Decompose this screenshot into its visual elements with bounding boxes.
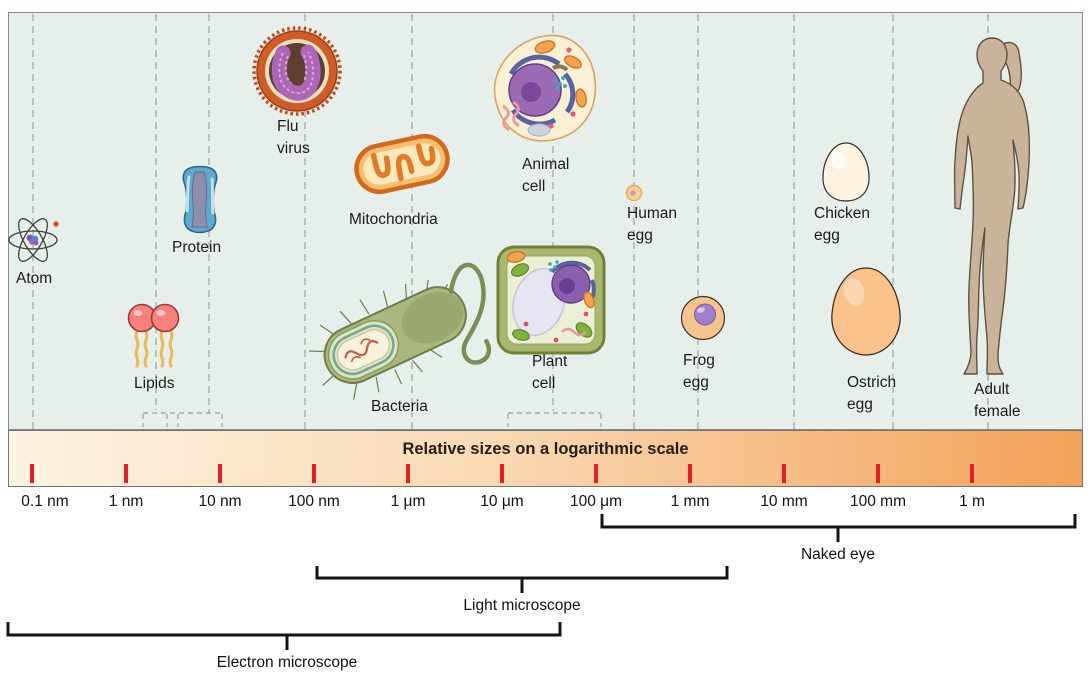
organism-label-bacteria: Bacteria	[371, 398, 428, 415]
plant-cell-illustration	[496, 245, 606, 355]
electron-microscope-label: Electron microscope	[216, 654, 358, 671]
frog-egg-illustration	[680, 295, 726, 341]
adult-female-illustration	[953, 37, 1031, 375]
scale-tick	[594, 464, 598, 483]
scale-tick-label: 10 nm	[198, 493, 242, 510]
scale-tick-label: 100 mm	[850, 493, 906, 510]
scale-tick	[876, 464, 880, 483]
scale-tick-label: 100 μm	[569, 493, 622, 510]
scale-tick-label: 1 m	[959, 493, 985, 510]
view-range-brackets	[6, 514, 1077, 650]
log-scale-bar: Relative sizes on a logarithmic scale	[8, 430, 1083, 487]
scale-tick-label: 0.1 nm	[21, 493, 69, 510]
scale-tick	[688, 464, 692, 483]
scale-tick-label: 1 mm	[670, 493, 710, 510]
scale-tick	[312, 464, 316, 483]
organism-label-atom: Atom	[16, 270, 53, 287]
flu-virus-illustration	[252, 26, 342, 116]
scale-bar-title: Relative sizes on a logarithmic scale	[402, 440, 689, 458]
organism-label-protein: Protein	[172, 239, 222, 256]
scale-tick	[970, 464, 974, 483]
light-microscope-label: Light microscope	[463, 597, 581, 614]
scale-tick-label: 10 μm	[480, 493, 524, 510]
electron-microscope-bracket	[6, 622, 562, 650]
scale-tick	[218, 464, 222, 483]
organism-label-lipids: Lipids	[134, 375, 175, 392]
scale-tick	[124, 464, 128, 483]
scale-tick	[782, 464, 786, 483]
scale-tick	[500, 464, 504, 483]
naked-eye-bracket	[600, 514, 1077, 542]
naked-eye-label: Naked eye	[800, 546, 876, 563]
ostrich-egg-illustration	[831, 267, 901, 356]
organism-label-animal-cell: Animal cell	[522, 156, 570, 195]
organism-label-frog-egg: Frog egg	[683, 352, 715, 391]
flagellum	[448, 262, 492, 365]
organism-label-human-egg: Human egg	[627, 205, 677, 244]
light-microscope-bracket	[315, 566, 729, 593]
animal-cell-illustration	[493, 34, 597, 142]
scale-tick-label: 1 nm	[108, 493, 144, 510]
human-egg-illustration	[625, 184, 643, 202]
electron-dot	[53, 221, 59, 227]
scale-tick-label: 1 μm	[390, 493, 426, 510]
lipids-illustration	[127, 303, 180, 368]
scale-tick	[406, 464, 410, 483]
protein-illustration	[182, 165, 218, 234]
organism-label-mitochondria: Mitochondria	[349, 211, 438, 228]
organism-label-plant-cell: Plant cell	[532, 353, 568, 392]
organism-label-ostrich-egg: Ostrich egg	[847, 374, 897, 413]
organism-label-adult-female: Adult female	[974, 381, 1021, 420]
scale-tick-label: 100 nm	[288, 493, 340, 510]
scale-tick-label: 10 mm	[760, 493, 808, 510]
funnel-cells	[507, 400, 602, 427]
chicken-egg-illustration	[822, 142, 870, 202]
funnel-lipids-protein	[142, 400, 223, 427]
organism-label-flu-virus: Flu virus	[277, 118, 310, 157]
mitochondria-illustration	[354, 133, 450, 195]
bacteria-illustration	[308, 262, 492, 400]
atom-illustration	[8, 218, 59, 262]
scale-tick	[30, 464, 34, 483]
organism-label-chicken-egg: Chicken egg	[814, 205, 870, 244]
